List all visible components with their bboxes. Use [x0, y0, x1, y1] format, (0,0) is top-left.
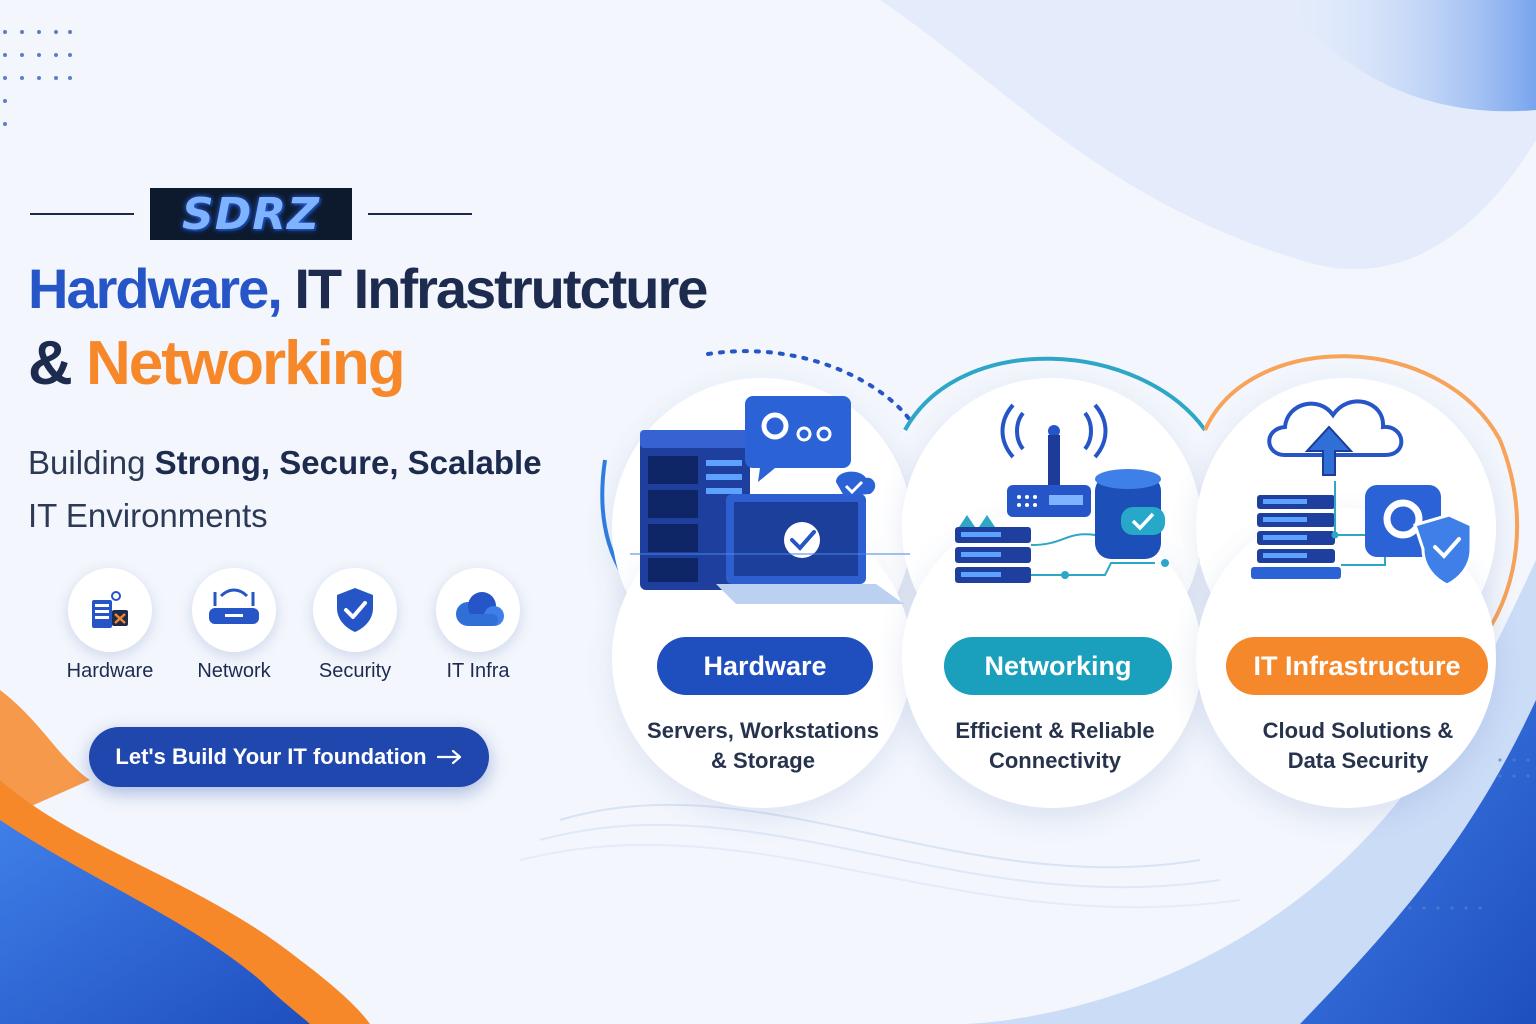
card-networking-title: Networking: [984, 650, 1132, 681]
hero-title-amp: &: [28, 329, 86, 398]
card-networking-desc: Efficient & Reliable Connectivity: [915, 716, 1195, 776]
feature-security[interactable]: Security: [295, 568, 415, 683]
logo-row: SDRZ: [30, 188, 472, 240]
brand-logo[interactable]: SDRZ: [150, 188, 352, 240]
server-id-icon: [68, 568, 152, 652]
feature-label-it-infra: IT Infra: [446, 660, 510, 682]
subtitle-lead: Building: [28, 444, 155, 481]
arrow-right-icon: [436, 749, 461, 765]
card-infra-desc-line2: Data Security: [1287, 748, 1429, 773]
card-networking-desc-line1: Efficient & Reliable: [955, 718, 1155, 743]
feature-it-infra[interactable]: IT Infra: [418, 568, 538, 683]
cta-build-foundation-button[interactable]: Let's Build Your IT foundation: [89, 727, 489, 787]
hero-title-infra: IT Infrastrutcture: [280, 257, 708, 320]
cloud-icon: [436, 568, 520, 652]
shield-check-icon: [313, 568, 397, 652]
hero-title-networking: Networking: [86, 329, 406, 398]
card-infra-title: IT Infrastructure: [1253, 650, 1461, 681]
hardware-illustration: [630, 396, 910, 604]
hero-title-line-2: & Networking: [28, 328, 406, 399]
card-hardware-desc-line1: Servers, Workstations: [647, 718, 879, 743]
card-hardware-title: Hardware: [703, 650, 827, 681]
infrastructure-illustration: [1251, 399, 1473, 587]
card-hardware-pill[interactable]: Hardware: [657, 637, 873, 695]
feature-label-network: Network: [197, 660, 271, 682]
divider-right: [368, 213, 472, 215]
card-infra-pill[interactable]: IT Infrastructure: [1226, 637, 1488, 695]
feature-network[interactable]: Network: [174, 568, 294, 683]
networking-illustration: [955, 403, 1169, 583]
feature-label-security: Security: [318, 660, 392, 682]
card-hardware-desc-line2: & Storage: [711, 748, 815, 773]
hero-subtitle: Building Strong, Secure, Scalable IT Env…: [28, 436, 588, 542]
router-icon: [192, 568, 276, 652]
card-networking-desc-line2: Connectivity: [988, 748, 1122, 773]
feature-hardware[interactable]: Hardware: [50, 568, 170, 683]
divider-left: [30, 213, 134, 215]
card-infra-desc: Cloud Solutions & Data Security: [1218, 716, 1498, 776]
hero-title-hardware: Hardware,: [28, 257, 283, 320]
subtitle-strong: Strong, Secure, Scalable: [154, 444, 542, 481]
subtitle-tail: IT Environments: [28, 497, 268, 534]
card-hardware-desc: Servers, Workstations & Storage: [623, 716, 903, 776]
hero-title-line-1: Hardware, IT Infrastrutcture: [28, 256, 708, 321]
feature-label-hardware: Hardware: [66, 660, 154, 682]
feature-icons: Hardware Network Security: [50, 568, 540, 688]
cta-label: Let's Build Your IT foundation: [115, 744, 427, 769]
card-infra-desc-line1: Cloud Solutions &: [1262, 718, 1454, 743]
brand-logo-text: SDRZ: [182, 188, 320, 240]
card-networking-pill[interactable]: Networking: [944, 637, 1172, 695]
